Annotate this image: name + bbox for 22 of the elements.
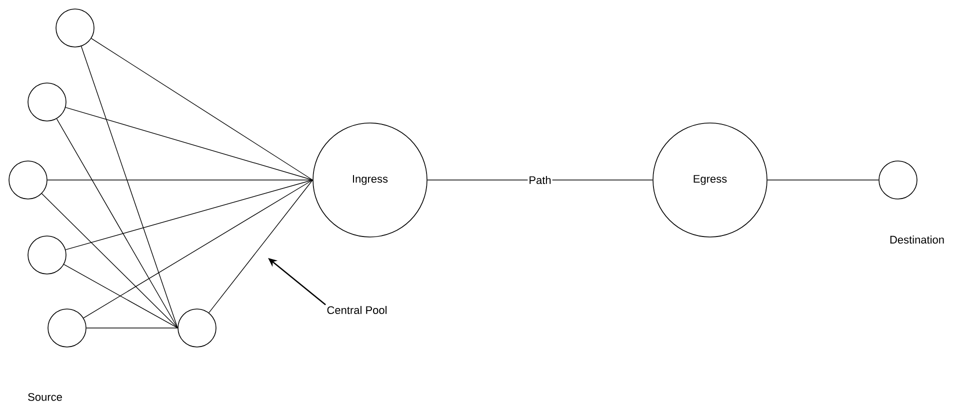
connector-line [208, 180, 313, 314]
edge-label: Path [528, 174, 552, 186]
connector-line [65, 107, 313, 180]
circle-node: Egress [652, 122, 768, 238]
connector-line [64, 264, 178, 328]
node-caption: Destination [890, 236, 944, 244]
circle-node [28, 82, 66, 122]
connector-line [41, 193, 178, 328]
circle-node [48, 308, 86, 348]
connector-line [65, 180, 313, 250]
circle-node [56, 8, 94, 48]
circle-node [178, 308, 216, 348]
circle-node [28, 236, 66, 274]
connector-line [91, 38, 313, 180]
connector-line [83, 180, 313, 318]
text-label: Source [28, 393, 62, 401]
circle-node [8, 160, 48, 200]
text-label: Central Pool [327, 306, 387, 314]
connector-line [56, 118, 178, 328]
circle-node: Ingress [312, 122, 428, 238]
circle-node [878, 160, 918, 200]
connector-line [80, 46, 178, 328]
